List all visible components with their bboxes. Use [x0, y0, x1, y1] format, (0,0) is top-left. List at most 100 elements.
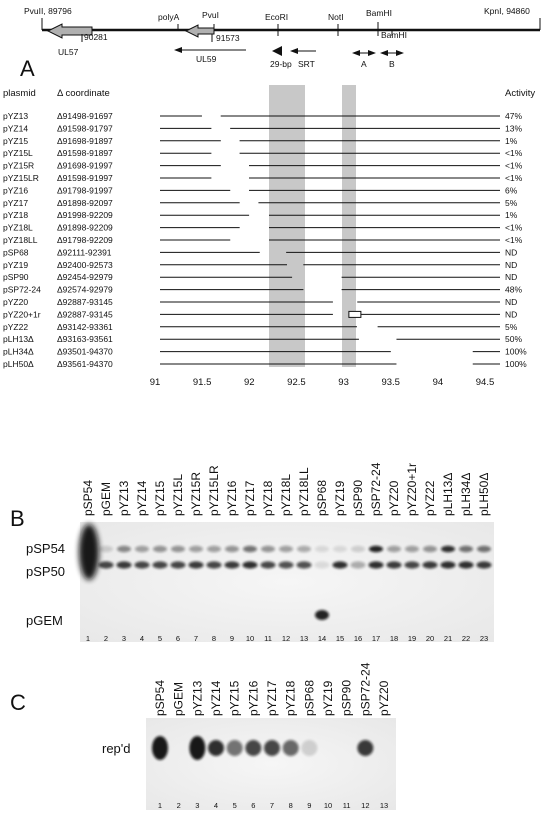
row-coordinate: Δ91798-91997 [57, 185, 113, 195]
gel-c-lane-label: pYZ13 [190, 680, 204, 716]
row-activity: ND [505, 260, 517, 270]
gel-b-lane-label: pYZ15R [189, 472, 203, 516]
ul59-gene-arrow [184, 24, 215, 38]
primer-b-right-head [396, 50, 404, 56]
row-coordinate: Δ93561-94370 [57, 359, 113, 369]
psp50-band [224, 561, 240, 569]
gel-b-lane-label: pSP68 [315, 480, 329, 516]
axis-tick-label: 94.5 [476, 377, 495, 388]
repd-band [282, 740, 299, 756]
psp54-band [441, 545, 455, 553]
c91573-label: 91573 [216, 33, 240, 43]
gel-b-lane-label: pSP72-24 [369, 462, 383, 516]
gel-b-lane-number: 6 [176, 634, 180, 643]
gel-c-lane-number: 12 [361, 801, 369, 810]
psp50-band [134, 561, 150, 569]
genome-map: PvuII, 89796 KpnI, 94860 90281 UL57 poly… [24, 6, 541, 69]
row-coordinate: Δ91698-91997 [57, 161, 113, 171]
psp54-band [261, 545, 275, 553]
row-plasmid: pSP90 [3, 272, 29, 282]
row-coordinate: Δ92887-93145 [57, 297, 113, 307]
gel-c-lane-number: 9 [307, 801, 311, 810]
primer-a-left-head [352, 50, 360, 56]
row-coordinate: Δ93142-93361 [57, 322, 113, 332]
gel-c-lane-label: pYZ17 [265, 680, 279, 716]
gel-b-lane-label: pYZ18LL [297, 467, 311, 516]
repd-band [357, 740, 374, 756]
row-coordinate: Δ91898-92097 [57, 198, 113, 208]
row-plasmid: pYZ13 [3, 111, 28, 121]
row-plasmid: pYZ15LR [3, 173, 39, 183]
gel-b-lane-number: 17 [372, 634, 380, 643]
row-plasmid: pLH34Δ [3, 347, 34, 357]
gel-b-lane-number: 8 [212, 634, 216, 643]
repd-band [226, 740, 243, 756]
row-plasmid: pYZ15L [3, 148, 33, 158]
panel-b-letter: B [10, 506, 25, 531]
psp54-band [189, 545, 203, 553]
gel-b-lane-number: 7 [194, 634, 198, 643]
psp54-band [351, 545, 365, 553]
gel-b-lane-label: pSP54 [81, 480, 95, 516]
psp54-band [117, 545, 131, 553]
gel-c-lane-number: 10 [324, 801, 332, 810]
repd-band-label: rep'd [102, 741, 131, 756]
shade-29bp-region [269, 85, 305, 367]
psp50-band [296, 561, 312, 569]
row-activity: 5% [505, 198, 518, 208]
gel-b-lane-label: pGEM [99, 482, 113, 516]
gel-c-lane-number: 11 [343, 801, 351, 810]
row-plasmid: pYZ14 [3, 123, 28, 133]
gel-b-lane-label: pSP90 [351, 480, 365, 516]
psp54-band [405, 545, 419, 553]
primer-b-left-head [380, 50, 388, 56]
psp54-band [387, 545, 401, 553]
gel-c-lane-label: pSP90 [340, 680, 354, 716]
gel-b-bands [79, 524, 492, 620]
axis-tick-label: 92 [244, 377, 255, 388]
psp50-band [404, 561, 420, 569]
row-activity: <1% [505, 161, 523, 171]
gel-b-lane-number: 20 [426, 634, 434, 643]
gel-c-lane-number: 7 [270, 801, 274, 810]
psp50-band [440, 561, 456, 569]
psp50-band [476, 561, 492, 569]
gel-c-lane-number: 6 [251, 801, 255, 810]
gel-c-lane-label: pYZ14 [209, 680, 223, 716]
gel-c-lane-label: pSP54 [153, 680, 167, 716]
gel-b-lane-number: 3 [122, 634, 126, 643]
ul57-gene-arrow [46, 23, 93, 39]
gel-c-lane-number: 1 [158, 801, 162, 810]
psp54-band [153, 545, 167, 553]
row-coordinate: Δ92454-92979 [57, 272, 113, 282]
29bp-triangle [272, 46, 282, 56]
repd-band [152, 736, 168, 760]
row-activity: 48% [505, 285, 522, 295]
gel-b-lane-number: 2 [104, 634, 108, 643]
row-activity: 100% [505, 359, 527, 369]
psp50-band [152, 561, 168, 569]
psp54-band-label: pSP54 [26, 541, 65, 556]
row-plasmid: pSP68 [3, 247, 29, 257]
repd-band [208, 740, 224, 756]
srt-label: SRT [298, 59, 315, 69]
row-coordinate: Δ92111-92391 [57, 247, 112, 257]
psp54-band [225, 545, 239, 553]
ul57-label: UL57 [58, 47, 79, 57]
gel-b-lane-label: pYZ17 [243, 480, 257, 516]
psp50-band [242, 561, 258, 569]
row-activity: 6% [505, 185, 518, 195]
psp54-band [135, 545, 149, 553]
29bp-label: 29-bp [270, 59, 292, 69]
psp50-band [98, 561, 114, 569]
